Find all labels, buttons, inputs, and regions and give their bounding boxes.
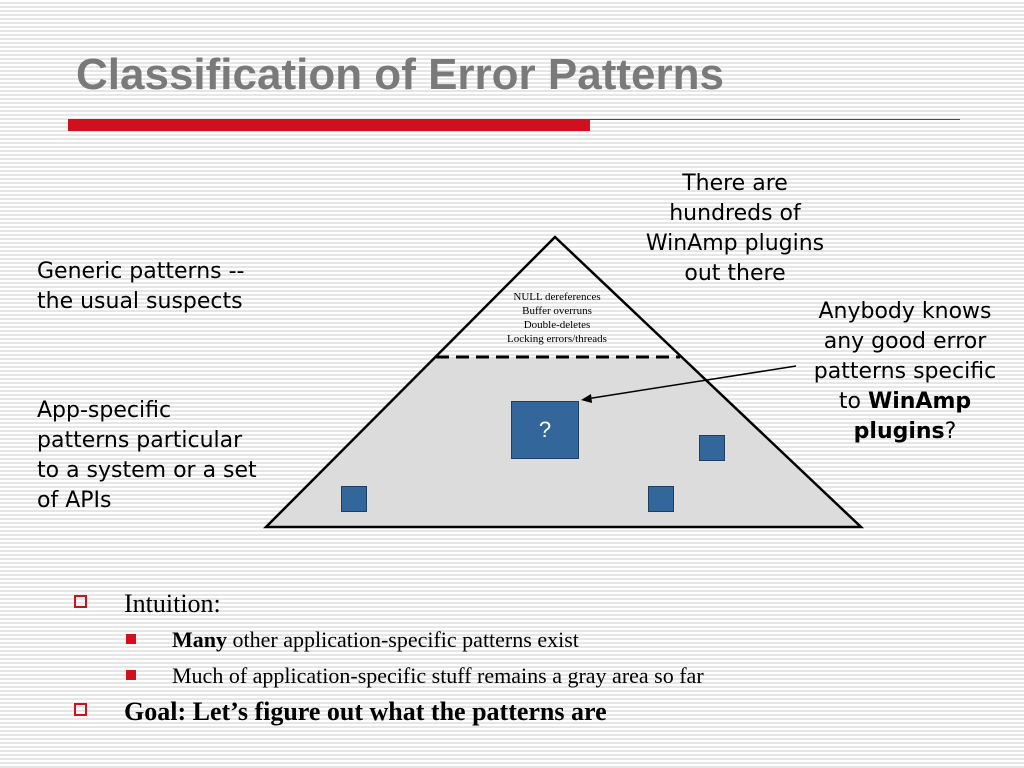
app-label-line: App-specific <box>37 398 172 423</box>
top-callout-line: out there <box>684 261 786 286</box>
top-callout-line: hundreds of <box>669 201 801 226</box>
title-underline-rule <box>590 119 960 120</box>
right-callout-line: patterns specific <box>813 359 997 384</box>
hollow-square-bullet-icon <box>74 595 87 608</box>
filled-square-bullet-icon <box>126 634 136 644</box>
right-callout-bold: plugins <box>853 419 945 444</box>
right-callout-text: to <box>838 389 861 414</box>
sub-bullet-text: other application-specific patterns exis… <box>227 627 579 652</box>
app-label-line: to a system or a set <box>37 458 257 483</box>
top-callout-line: There are <box>682 171 788 196</box>
right-callout: Anybody knows any good error patterns sp… <box>790 297 1020 447</box>
slide-title: Classification of Error Patterns <box>76 50 724 99</box>
pattern-square <box>341 486 367 512</box>
bullet-text: Goal: Let’s figure out what the patterns… <box>124 697 607 726</box>
question-box: ? <box>511 401 579 459</box>
app-specific-label: App-specific patterns particular to a sy… <box>37 396 312 516</box>
generic-patterns-label: Generic patterns -- the usual suspects <box>37 257 317 317</box>
sub-bullet-many: Many other application-specific patterns… <box>72 622 1012 658</box>
generic-pattern-item: NULL dereferences <box>513 291 601 303</box>
generic-patterns-list: NULL dereferences Buffer overruns Double… <box>477 290 637 346</box>
top-callout: There are hundreds of WinAmp plugins out… <box>600 169 870 289</box>
right-callout-bold: WinAmp <box>867 389 972 414</box>
app-label-line: of APIs <box>37 488 112 513</box>
pyramid-outline <box>262 235 865 529</box>
bullet-intuition: Intuition: <box>72 586 1012 622</box>
generic-label-line: the usual suspects <box>37 289 243 314</box>
pattern-square <box>699 435 725 461</box>
generic-pattern-item: Locking errors/threads <box>507 333 607 345</box>
top-callout-line: WinAmp plugins <box>645 231 825 256</box>
right-callout-line: to WinAmp <box>790 387 1020 417</box>
right-callout-line: Anybody knows <box>818 299 992 324</box>
generic-label-line: Generic patterns -- <box>37 259 245 284</box>
callout-arrowhead <box>581 394 592 403</box>
right-callout-text: ? <box>944 419 957 444</box>
hollow-square-bullet-icon <box>74 703 87 716</box>
pattern-square <box>648 486 674 512</box>
sub-bullet-text: Much of application-specific stuff remai… <box>172 663 704 688</box>
generic-pattern-item: Double-deletes <box>523 319 591 331</box>
callout-arrow-line <box>585 365 797 400</box>
bullet-goal: Goal: Let’s figure out what the patterns… <box>72 694 1012 730</box>
sub-bullet-bold: Many <box>172 627 227 652</box>
bullet-text: Intuition: <box>124 589 221 618</box>
title-underline-accent <box>68 119 590 131</box>
generic-pattern-item: Buffer overruns <box>522 305 592 317</box>
sub-bullet-gray-area: Much of application-specific stuff remai… <box>72 658 1012 694</box>
right-callout-line: plugins? <box>790 417 1020 447</box>
app-label-line: patterns particular <box>37 428 243 453</box>
right-callout-line: any good error <box>823 329 987 354</box>
bullet-list: Intuition: Many other application-specif… <box>72 586 1012 730</box>
filled-square-bullet-icon <box>126 670 136 680</box>
